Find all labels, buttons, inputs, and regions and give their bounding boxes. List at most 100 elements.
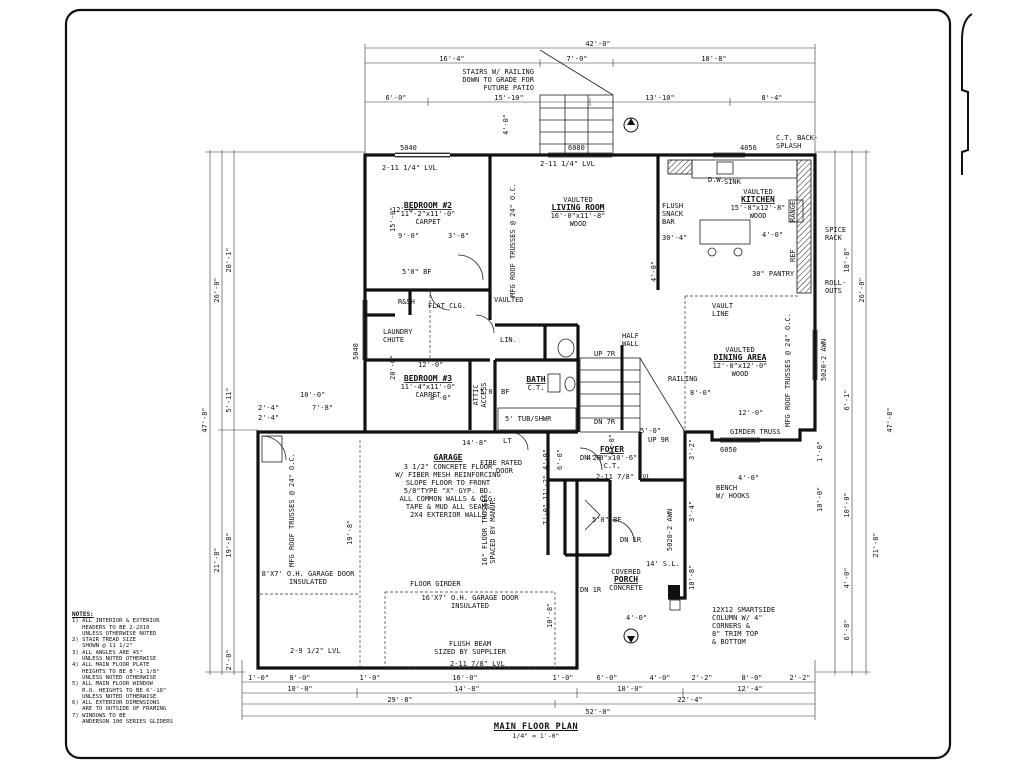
snack-bar-3: BAR [662, 218, 675, 226]
dim-left-overall: 47'-8" [201, 407, 209, 432]
garage-door-small-2: INSULATED [289, 578, 327, 586]
spice-rack-2: RACK [825, 234, 843, 242]
dim-int-25: 11'-2" [542, 475, 550, 500]
room-bedroom2-size: 11'-2"x11'-0" [401, 210, 456, 218]
garage-line-2: W/ FIBER MESH REINFORCING [395, 471, 500, 479]
dim-top-1a: 16'-4" [439, 55, 464, 63]
dim-bottom-1d: 16'-0" [452, 674, 477, 682]
dim-int-33: 8'-0" [430, 394, 451, 402]
garage-door-small-1: 8'X7' O.H. GARAGE DOOR [262, 570, 356, 578]
vault-line-1: VAULT [712, 302, 734, 310]
room-porch-prefix: COVERED [611, 568, 641, 576]
exterior-walls [256, 153, 817, 670]
dn-lr-label: DN 1R [580, 586, 602, 594]
annotation-labels: C.T. BACK- SPLASH SPICE RACK ROLL- OUTS … [262, 134, 846, 668]
dim-bottom-3a: 29'-8" [387, 696, 412, 704]
porch-column [668, 585, 681, 611]
garage-line-5: ALL COMMON WALLS & CLG. [400, 495, 497, 503]
dim-top-2c: 13'-10" [645, 94, 675, 102]
note-3: 3) ALL ANGLES ARE 45° UNLESS NOTED OTHER… [72, 649, 157, 663]
room-kitchen-name: KITCHEN [741, 195, 775, 204]
room-kitchen-prefix: VAULTED [743, 188, 773, 196]
dim-bottom-2d: 12'-4" [737, 685, 762, 693]
dim-int-4: 12'-0" [418, 361, 443, 369]
room-dining-finish: WOOD [732, 370, 749, 378]
room-bedroom2-finish: CARPET [415, 218, 441, 226]
flush-beam-1: FLUSH BEAM [449, 640, 491, 648]
dim-int-12: 5'-0" [640, 427, 661, 435]
room-bedroom2-name: BEDROOM #2 [404, 201, 452, 210]
sl-label: 14' S.L. [646, 560, 680, 568]
dim-top-1b: 7'-0" [566, 55, 587, 63]
bf3-label: 5'0" BF [592, 516, 622, 524]
roll-outs-2: OUTS [825, 287, 842, 295]
dim-left-1a: 26'-0" [213, 277, 221, 302]
flush-beam-2: SIZED BY SUPPLIER [434, 648, 506, 656]
note-1: 1) ALL INTERIOR & EXTERIOR HEADERS TO BE… [72, 618, 160, 637]
room-labels: BEDROOM #2 11'-2"x11'-0" CARPET VAULTED … [395, 188, 785, 592]
sink-label: SINK [724, 178, 742, 186]
lt-label: LT [503, 437, 512, 445]
attic-access-1: ATTIC [472, 384, 480, 405]
dim-bottom-1c: 1'-0" [359, 674, 380, 682]
window-5040-side: 5040 [352, 343, 360, 360]
room-garage-name: GARAGE [434, 453, 463, 462]
room-dining-prefix: VAULTED [725, 346, 755, 354]
dim-int-14: 2'-4" [258, 414, 279, 422]
dim-int-18: 4'-0" [502, 114, 510, 135]
dim-left-2d: 2'-0" [225, 649, 233, 670]
roll-outs-1: ROLL- [825, 279, 846, 287]
room-kitchen-size: 15'-8"x12'-8" [731, 204, 786, 212]
tub-shwr-label: 5' TUB/SHWR [505, 415, 552, 423]
flat-clg-label: FLAT CLG. [428, 302, 466, 310]
dim-int-6: 7'-8" [312, 404, 333, 412]
room-porch-finish: CONCRETE [609, 584, 643, 592]
dim-left-1b: 21'-8" [213, 547, 221, 572]
half-wall-2: WALL [622, 340, 639, 348]
window-5040: 5040 [400, 144, 417, 152]
dimension-text: 42'-0" 16'-4" 7'-0" 18'-8" 6'-0" 15'-10"… [201, 40, 894, 716]
room-living-finish: WOOD [570, 220, 587, 228]
dim-int-29: 15'-0" [389, 207, 397, 232]
dn-label: DN 7R [594, 418, 616, 426]
ir-label: DN 1R [620, 536, 642, 544]
dim-left-2a: 20'-1" [225, 247, 233, 272]
dim-int-31: 20'-0" [389, 355, 397, 380]
dim-int-16: 19'-8" [346, 520, 354, 545]
bench-1: BENCH [716, 484, 737, 492]
dim-bottom-1h: 2'-2" [691, 674, 712, 682]
dim-bottom-1b: 8'-0" [289, 674, 310, 682]
room-foyer-finish: C.T. [604, 462, 621, 470]
dim-int-10: 4'-0" [762, 231, 783, 239]
dim-right-2e: 6'-8" [843, 619, 851, 640]
room-dining-name: DINING AREA [714, 353, 767, 362]
fire-door-2: DOOR [496, 467, 514, 475]
ref-label: REF [789, 249, 797, 262]
room-kitchen-finish: WOOD [750, 212, 767, 220]
pantry-label: 30" PANTRY [752, 270, 795, 278]
dimension-lines [205, 44, 870, 720]
room-foyer-size: 4'-0"x10'-6" [587, 454, 638, 462]
attic-access-2: ACCESS [480, 382, 488, 407]
up2-label: UP 9R [648, 436, 670, 444]
garage-line-3: SLOPE FLOOR TO FRONT [406, 479, 491, 487]
room-living-name: LIVING ROOM [552, 203, 605, 212]
laundry-chute-1: LAUNDRY [383, 328, 413, 336]
dim-overall-top: 42'-0" [585, 40, 610, 48]
column-1: 12X12 SMARTSIDE [712, 606, 775, 614]
range-label: RANGE [789, 201, 797, 222]
fire-door-1: FIRE RATED [480, 459, 522, 467]
snack-bar-1: FLUSH [662, 202, 683, 210]
dim-left-2c: 19'-8" [225, 532, 233, 557]
dim-bottom-2b: 14'-8" [454, 685, 479, 693]
lvl-bottom-left-label: 2-9 1/2" LVL [290, 647, 341, 655]
window-6050: 6050 [720, 446, 737, 454]
room-living-size: 16'-0"x11'-8" [551, 212, 606, 220]
floor-trusses-2: SPACED BY MANUF. [489, 496, 497, 563]
lvl-top2-label: 2-11 1/4" LVL [540, 160, 595, 168]
column-5: & BOTTOM [712, 638, 746, 646]
stairs-note-3: FUTURE PATIO [483, 84, 534, 92]
dim-int-9: 12'-0" [738, 409, 763, 417]
dim-int-7: 2'-4" [258, 404, 279, 412]
girder-truss-label: GIRDER TRUSS [730, 428, 781, 436]
